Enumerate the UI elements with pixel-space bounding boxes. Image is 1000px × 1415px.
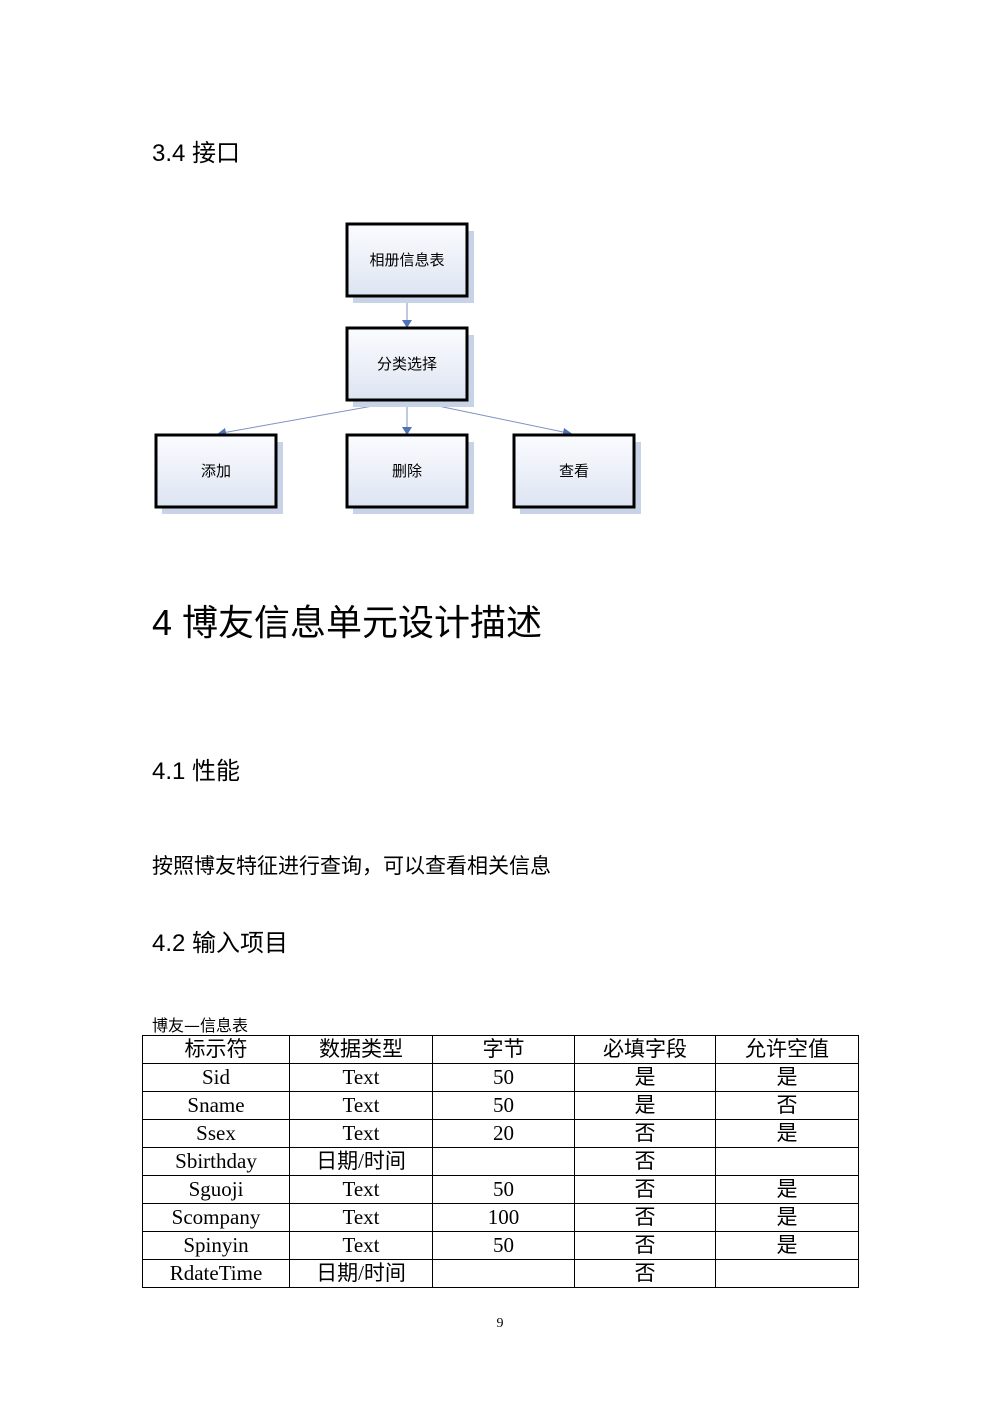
table-cell: 否: [574, 1231, 716, 1260]
diagram-node-view: 查看: [512, 433, 641, 514]
table-caption: 博友—信息表: [152, 1016, 249, 1035]
table-cell: Text: [289, 1063, 433, 1092]
diagram-node-root: 相册信息表: [345, 222, 474, 303]
table-row: Ssex Text 20 否 是: [142, 1119, 859, 1148]
table-row: Sguoji Text 50 否 是: [142, 1175, 859, 1204]
table-cell: 是: [715, 1231, 859, 1260]
diagram-node-delete: 删除: [345, 433, 474, 514]
table-row: RdateTime 日期/时间 否: [142, 1259, 859, 1288]
diagram-node-add: 添加: [154, 433, 283, 514]
info-table: 标示符 数据类型 字节 必填字段 允许空值 Sid Text 50 是 是 Sn…: [142, 1035, 859, 1288]
interface-diagram: 相册信息表 分类选择 添加 删除 查看: [154, 222, 641, 514]
diagram-node-select: 分类选择: [345, 326, 474, 407]
table-cell: Sid: [142, 1063, 290, 1092]
table-cell: Text: [289, 1203, 433, 1232]
table-header-cell: 允许空值: [715, 1035, 859, 1064]
table-cell: 50: [432, 1063, 575, 1092]
table-cell: Text: [289, 1231, 433, 1260]
table-cell: 日期/时间: [289, 1259, 433, 1288]
table-cell: 50: [432, 1091, 575, 1120]
table-cell: 否: [574, 1203, 716, 1232]
arrow-root-select: [402, 320, 412, 328]
table-row: Spinyin Text 50 否 是: [142, 1231, 859, 1260]
table-row: Sid Text 50 是 是: [142, 1063, 859, 1092]
table-cell: [715, 1147, 859, 1176]
table-header-cell: 必填字段: [574, 1035, 716, 1064]
table-cell: Ssex: [142, 1119, 290, 1148]
table-row: Sbirthday 日期/时间 否: [142, 1147, 859, 1176]
table-cell: Sbirthday: [142, 1147, 290, 1176]
table-cell: Sguoji: [142, 1175, 290, 1204]
table-cell: 否: [574, 1259, 716, 1288]
table-cell: 是: [574, 1091, 716, 1120]
table-cell: 100: [432, 1203, 575, 1232]
table-header-cell: 字节: [432, 1035, 575, 1064]
table-cell: 是: [715, 1063, 859, 1092]
table-cell: 否: [574, 1147, 716, 1176]
table-cell: [432, 1259, 575, 1288]
table-cell: 否: [574, 1119, 716, 1148]
table-cell: 否: [715, 1091, 859, 1120]
table-cell: [715, 1259, 859, 1288]
table-cell: 50: [432, 1231, 575, 1260]
diagram-node-root-label: 相册信息表: [369, 251, 444, 269]
table-cell: Text: [289, 1119, 433, 1148]
diagram-node-add-label: 添加: [201, 462, 231, 480]
diagram-node-select-label: 分类选择: [377, 355, 437, 373]
table-cell: 否: [574, 1175, 716, 1204]
table-cell: [432, 1147, 575, 1176]
table-header-cell: 数据类型: [289, 1035, 433, 1064]
edge-select-view: [418, 401, 569, 434]
section-heading-performance: 4.1 性能: [152, 758, 241, 785]
table-cell: 日期/时间: [289, 1147, 433, 1176]
table-cell: 50: [432, 1175, 575, 1204]
table-cell: Spinyin: [142, 1231, 290, 1260]
table-cell: 是: [715, 1119, 859, 1148]
section-heading-input: 4.2 输入项目: [152, 930, 289, 957]
table-row: Scompany Text 100 否 是: [142, 1203, 859, 1232]
chapter-heading: 4 博友信息单元设计描述: [152, 602, 543, 643]
table-row: Sname Text 50 是 否: [142, 1091, 859, 1120]
arrow-select-delete: [402, 427, 412, 435]
table-cell: 是: [715, 1203, 859, 1232]
table-cell: Scompany: [142, 1203, 290, 1232]
table-cell: 是: [574, 1063, 716, 1092]
table-header-cell: 标示符: [142, 1035, 290, 1064]
diagram-node-delete-label: 删除: [392, 462, 422, 480]
edge-select-add: [221, 401, 396, 434]
performance-description: 按照博友特征进行查询，可以查看相关信息: [152, 854, 551, 878]
table-header-row: 标示符 数据类型 字节 必填字段 允许空值: [142, 1035, 859, 1064]
table-cell: Text: [289, 1175, 433, 1204]
table-cell: Sname: [142, 1091, 290, 1120]
page-number: 9: [496, 1316, 504, 1331]
diagram-node-view-label: 查看: [559, 462, 589, 480]
table-cell: 20: [432, 1119, 575, 1148]
section-heading-interface: 3.4 接口: [152, 140, 241, 167]
table-cell: RdateTime: [142, 1259, 290, 1288]
table-cell: Text: [289, 1091, 433, 1120]
table-cell: 是: [715, 1175, 859, 1204]
